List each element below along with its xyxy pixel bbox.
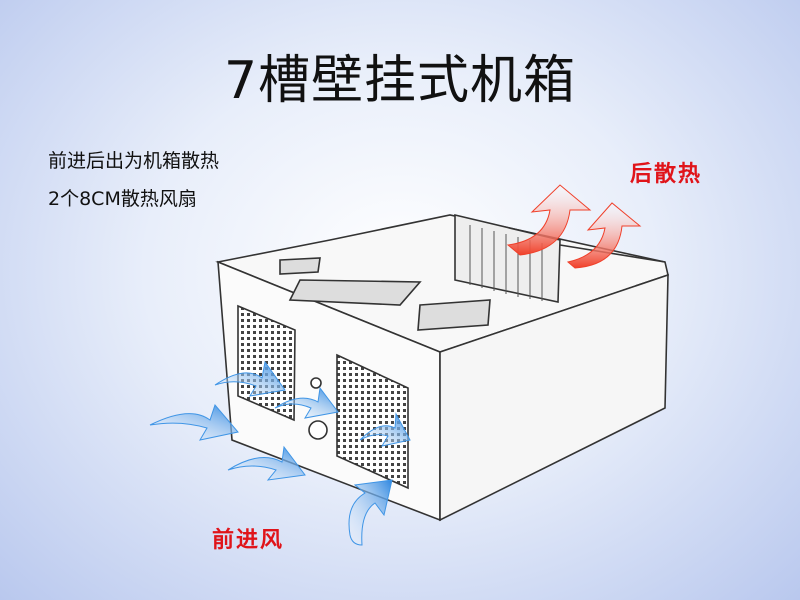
feature-line-2: 2个8CM散热风扇 (48, 188, 197, 210)
rear-exhaust-label: 后散热 (630, 161, 703, 187)
intake-arrows (149, 360, 411, 546)
intake-arrow-icon (359, 412, 411, 447)
front-intake-label: 前进风 (212, 527, 285, 553)
feature-line-1: 前进后出为机箱散热 (48, 150, 220, 172)
intake-arrow-icon (348, 479, 393, 546)
exhaust-arrows (506, 184, 642, 269)
exhaust-arrow-icon (506, 184, 592, 256)
intake-arrow-icon (227, 445, 306, 481)
intake-arrow-icon (274, 386, 339, 419)
page-title: 7槽壁挂式机箱 (223, 51, 577, 111)
exhaust-arrow-icon (566, 202, 642, 269)
intake-arrow-icon (149, 404, 239, 441)
intake-arrow-icon (214, 360, 286, 397)
